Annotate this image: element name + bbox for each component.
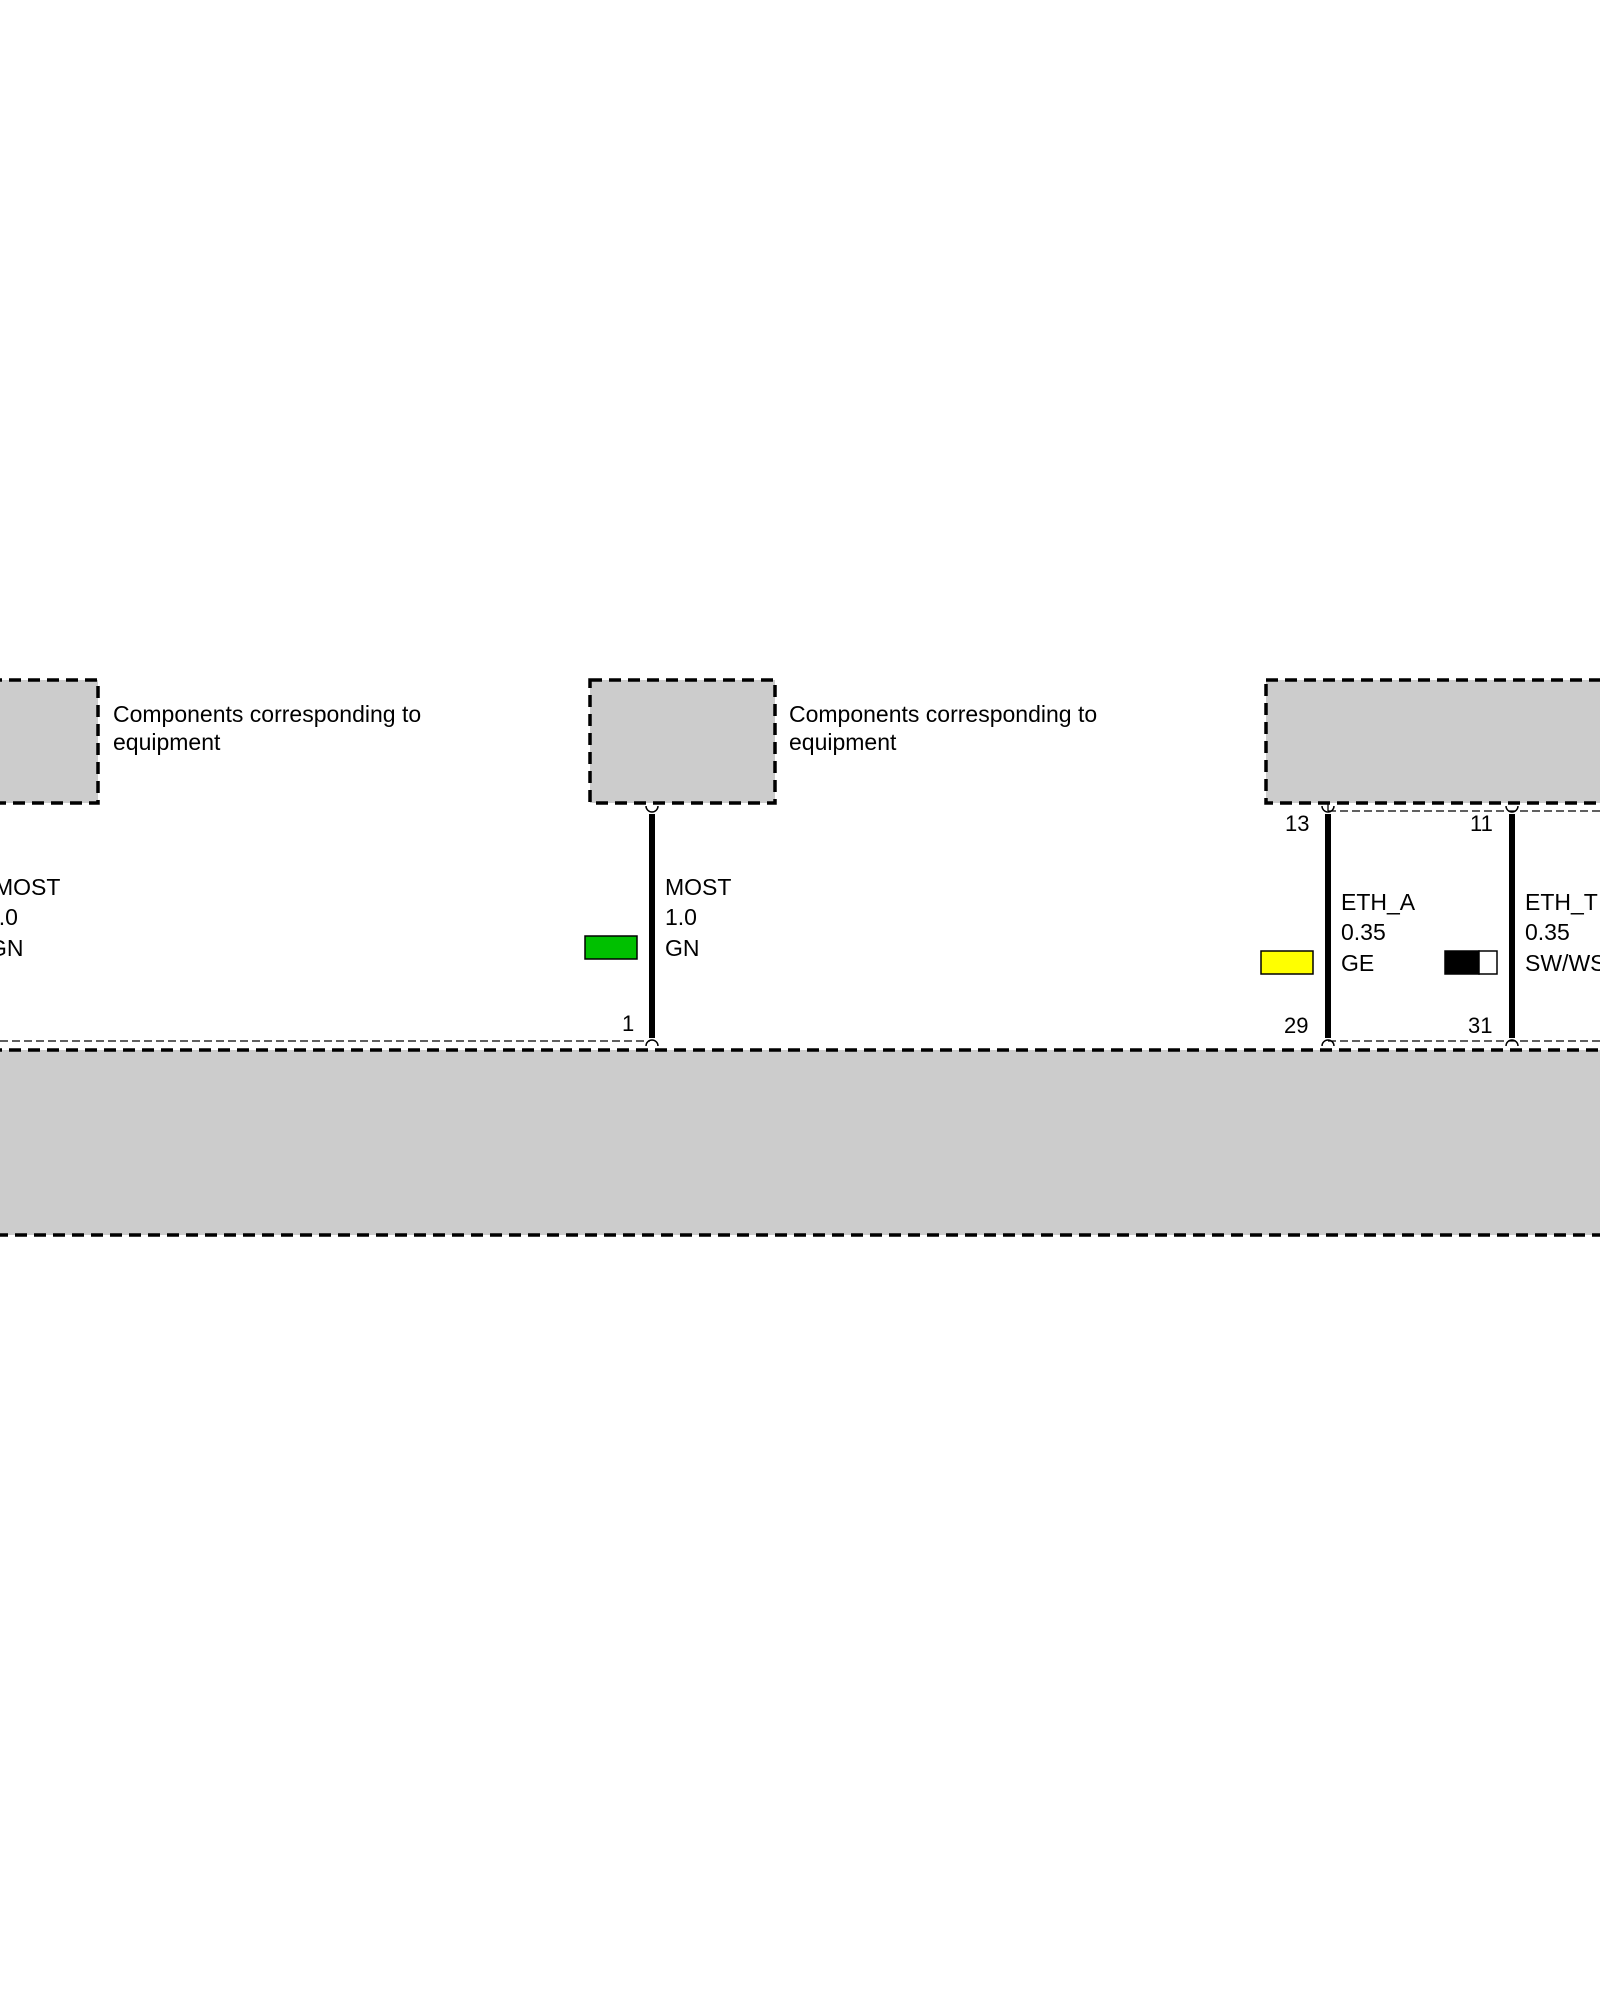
left-component-box	[0, 678, 100, 805]
eth-a-top-pin: 13	[1285, 811, 1309, 836]
eth-t-top-terminal	[1505, 805, 1519, 813]
middle-component-label-line1: Components corresponding to	[789, 701, 1097, 727]
eth-t-wire-color: SW/WS	[1525, 950, 1600, 976]
eth-t-bottom-terminal	[1505, 1039, 1519, 1047]
eth-a-wire-color-swatch	[1260, 950, 1314, 975]
middle-component-box	[588, 678, 777, 805]
eth-t-wire-color-swatch-sw	[1444, 950, 1480, 975]
eth-t-top-pin: 11	[1470, 811, 1493, 836]
middle-component-label-line2: equipment	[789, 729, 897, 755]
eth-t-wire-color-swatch-ws	[1478, 950, 1498, 975]
most-wire-color-swatch	[584, 935, 638, 960]
left-wire-color: GN	[0, 935, 24, 961]
left-wire-gauge: 1.0	[0, 904, 18, 930]
right-component-box	[1264, 678, 1600, 805]
most-bottom-terminal	[645, 1039, 659, 1047]
eth-a-wire-signal: ETH_A	[1341, 889, 1416, 915]
eth-a-top-terminal	[1321, 805, 1335, 813]
eth-a-bottom-terminal	[1321, 1039, 1335, 1047]
eth-a-wire-gauge: 0.35	[1341, 919, 1386, 945]
bottom-control-unit-box	[0, 1048, 1600, 1237]
left-component-label-line1: Components corresponding to	[113, 701, 421, 727]
eth-t-wire-signal: ETH_T	[1525, 889, 1598, 915]
most-wire-gauge: 1.0	[665, 904, 697, 930]
left-component-label-line2: equipment	[113, 729, 221, 755]
eth-a-wire-color: GE	[1341, 950, 1374, 976]
most-wire-signal: MOST	[665, 874, 731, 900]
eth-a-bottom-pin: 29	[1284, 1013, 1308, 1038]
eth-t-wire-gauge: 0.35	[1525, 919, 1570, 945]
left-wire-signal: MOST	[0, 874, 60, 900]
eth-t-bottom-pin: 31	[1468, 1013, 1492, 1038]
most-top-terminal	[645, 805, 659, 813]
most-wire-color: GN	[665, 935, 700, 961]
most-bottom-pin: 1	[622, 1011, 634, 1036]
